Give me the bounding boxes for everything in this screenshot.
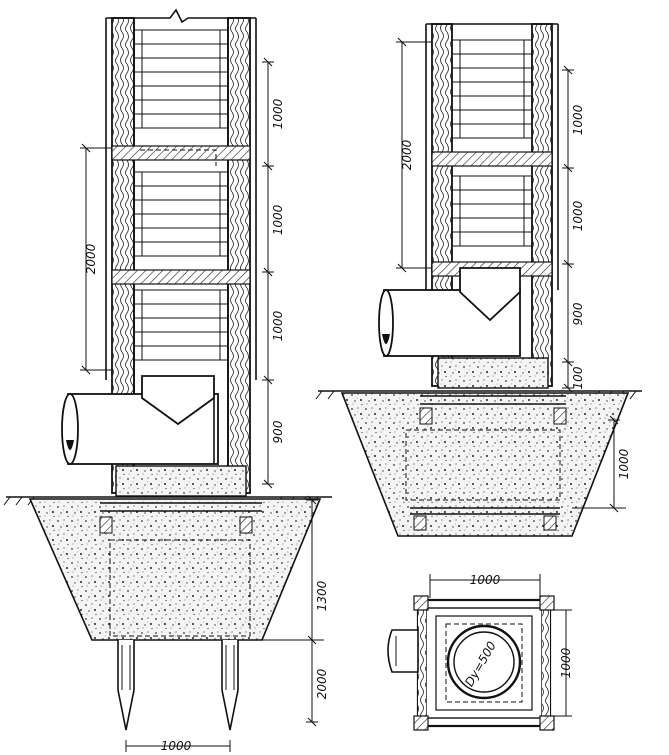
left-dim-pipe: 900 [271, 420, 285, 443]
left-ladder [134, 29, 228, 361]
plan-dim-height-line [554, 609, 572, 717]
left-dim-footing: 1300 [315, 580, 329, 611]
left-dim-pile: 2000 [315, 668, 329, 699]
right-dim-right [562, 65, 574, 393]
right-dim-base: 100 [571, 366, 585, 389]
right-ladder [452, 39, 532, 247]
left-shaft-wall-right [227, 17, 251, 494]
left-break-mark [106, 8, 256, 24]
left-section: 1000 1000 1000 900 2000 1300 2000 1000 [3, 8, 332, 753]
plan-pipe-inner [453, 631, 515, 693]
left-dim-step-2: 1000 [271, 204, 285, 235]
right-section: 1000 1000 900 100 2000 1000 [315, 23, 642, 537]
left-dim-bottom-width: 1000 [161, 739, 192, 753]
right-dim-footing: 1000 [617, 448, 631, 479]
plan-dim-width-line [429, 574, 541, 598]
left-pile-2 [221, 640, 239, 731]
left-sump [115, 465, 247, 497]
left-platforms [111, 145, 251, 285]
plan-side-pipe [387, 629, 419, 673]
left-dim-right [262, 57, 274, 489]
left-dim-lower [262, 495, 324, 727]
plan-dim-height: 1000 [559, 647, 573, 678]
right-dim-step-1: 1000 [571, 104, 585, 135]
left-dim-total-line [80, 143, 112, 375]
left-concrete-footing [28, 498, 322, 641]
right-dim-total-line [396, 37, 432, 273]
plan-dim-width: 1000 [470, 573, 501, 587]
left-dim-total: 2000 [84, 243, 98, 274]
right-dim-footing-line [572, 415, 626, 513]
right-shaft-wall-right [531, 23, 553, 387]
plan-view: Dy=500 1000 1000 [387, 573, 573, 731]
right-dim-pipe: 900 [571, 302, 585, 325]
left-dim-step-3: 1000 [271, 310, 285, 341]
left-pipe [61, 375, 219, 465]
right-pipe [378, 267, 521, 357]
left-pile-1 [117, 640, 135, 731]
left-dim-bottom-line [125, 740, 231, 752]
right-dim-total: 2000 [400, 139, 414, 170]
left-footing-inner-dash [109, 539, 251, 637]
left-dim-step-1: 1000 [271, 98, 285, 129]
right-dim-step-2: 1000 [571, 200, 585, 231]
right-sump [437, 357, 549, 389]
